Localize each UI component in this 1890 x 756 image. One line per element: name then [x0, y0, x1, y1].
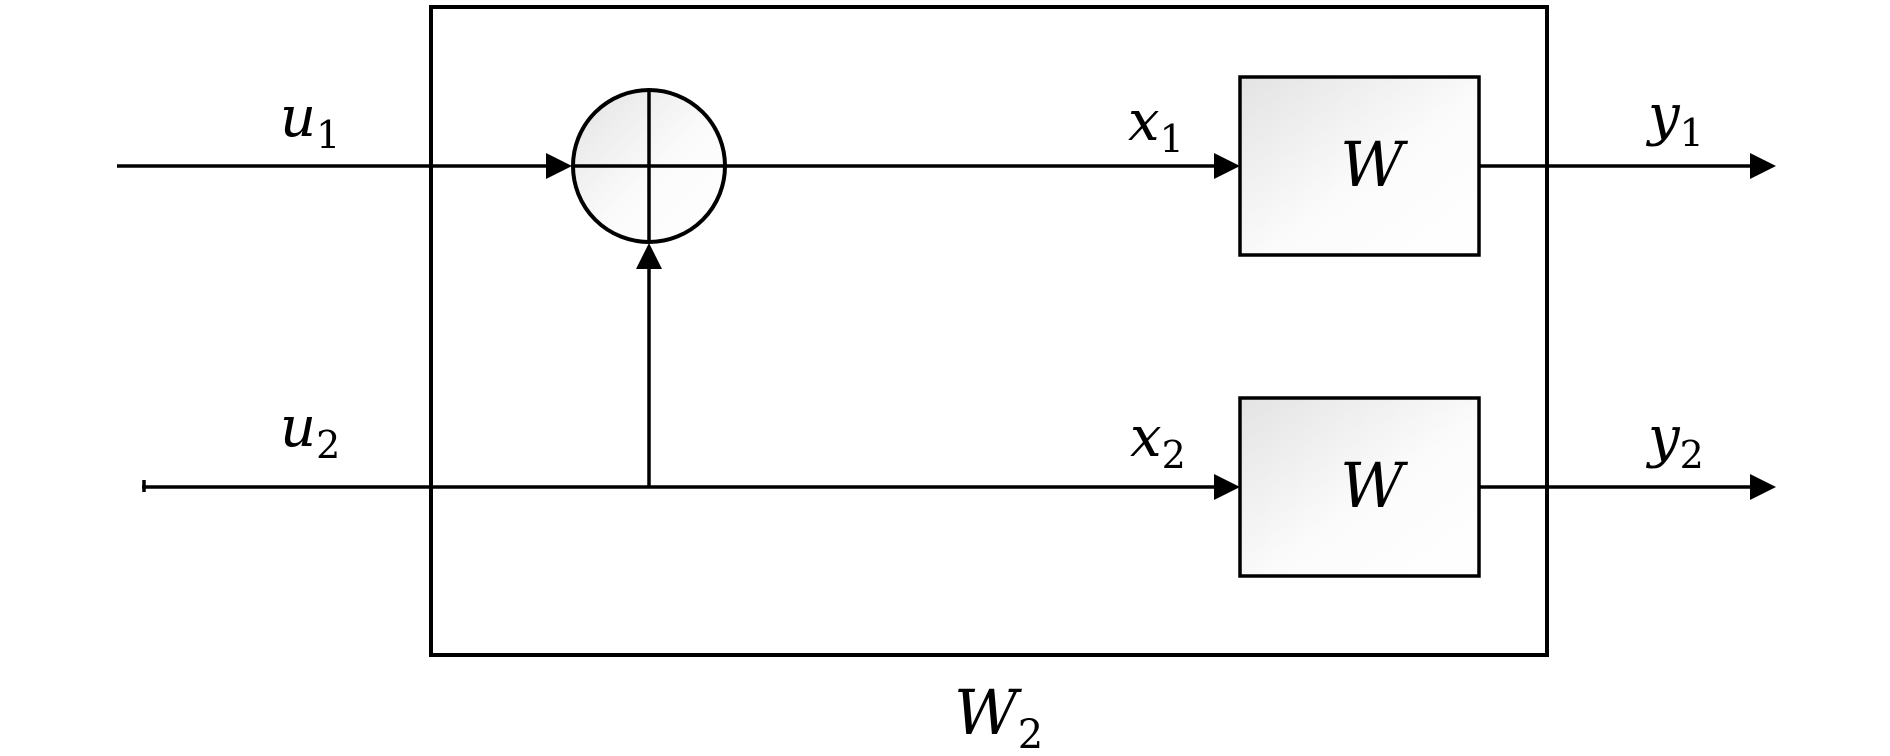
- label-y2: y2: [1645, 405, 1704, 477]
- label-y1: y1: [1645, 83, 1704, 155]
- block-w-bottom: [1238, 396, 1481, 578]
- label-u1: u1: [280, 85, 340, 157]
- arrowhead-u1: [546, 153, 572, 179]
- arrowhead-branch: [636, 243, 662, 269]
- arrowhead-y1: [1750, 153, 1776, 179]
- arrowhead-x1: [1214, 153, 1240, 179]
- label-w2: W2: [954, 676, 1043, 756]
- label-x1: x1: [1128, 89, 1184, 161]
- block-w-top-label: W: [1340, 128, 1408, 201]
- arrowhead-y2: [1750, 474, 1776, 500]
- label-u2: u2: [280, 395, 340, 467]
- block-w-bottom-label: W: [1340, 449, 1408, 522]
- outer-subsystem-frame: [429, 5, 1549, 657]
- arrowhead-x2: [1214, 474, 1240, 500]
- label-x2: x2: [1130, 405, 1186, 477]
- summing-junction: [571, 88, 727, 244]
- block-w-top: [1238, 75, 1481, 257]
